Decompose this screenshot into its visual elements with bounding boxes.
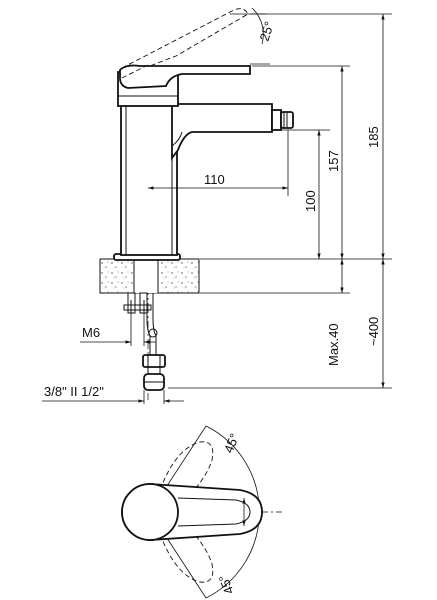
lever-position-lower [159,515,214,583]
hose-thread-dimension: 3/8" II 1/2" [42,384,184,404]
tap-body [120,103,178,256]
stud-thread-label: M6 [82,325,100,340]
angle-lower-label: 45° [216,573,237,597]
lever-raised-outline [121,8,249,79]
stud-thread-dimension: M6 [80,313,156,346]
lever-handle [121,483,263,541]
outlet-height-dimension: 100 [303,130,321,259]
outlet-height-label: 100 [303,190,318,212]
lever-angle-dimension: 25° [230,7,277,65]
total-height-label: 185 [366,126,381,148]
hose-length-label: ~400 [366,317,381,346]
max-thickness-label: Max.40 [326,323,341,366]
supply-hose [142,293,166,391]
spout-height-dimension: 157 [326,66,344,259]
countertop [99,258,200,294]
lever-angle-label: 25° [257,20,277,43]
lever-position-upper [159,441,214,509]
angle-upper-label: 45° [221,431,242,455]
spout-reach-dimension: 110 [148,130,289,196]
mixer-head [117,64,251,107]
max-thickness-dimension: Max.40 [326,259,344,366]
bidet-spout [171,103,294,161]
spout-height-label: 157 [326,150,341,172]
spout-reach-label: 110 [204,172,225,187]
side-view: 25° [42,7,392,404]
hose-length-dimension: ~400 [366,259,385,388]
top-view: 45° 45° [121,425,282,599]
total-height-dimension: 185 [366,14,385,259]
hose-thread-label: 3/8" II 1/2" [44,384,104,399]
